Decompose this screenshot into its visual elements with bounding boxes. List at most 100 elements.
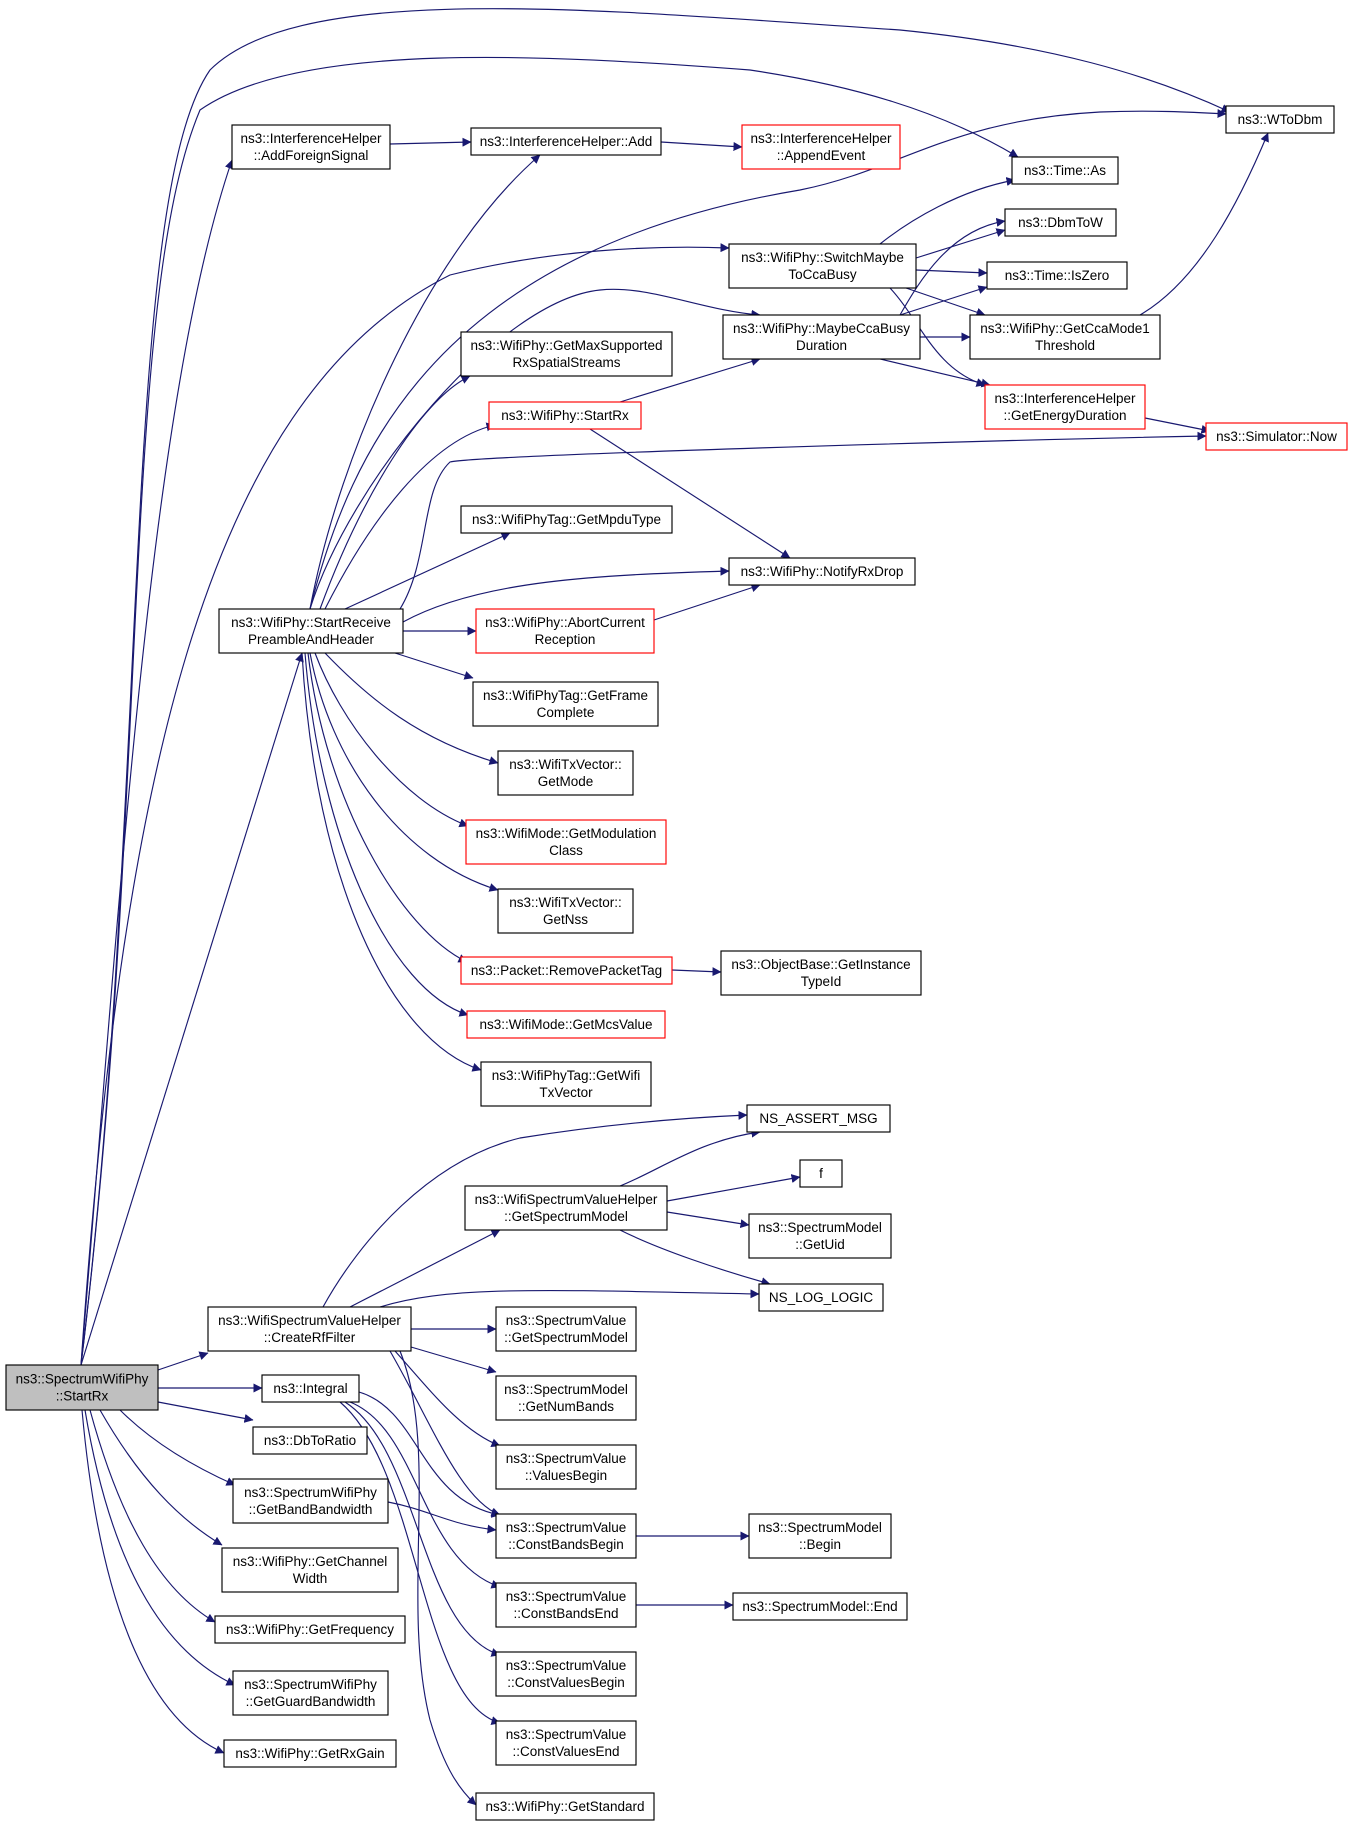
node-constValuesBegin[interactable]: ns3::SpectrumValue::ConstValuesBegin [495,1651,637,1697]
node-label: ns3::SpectrumValue [506,1658,627,1673]
node-box [495,1582,637,1628]
node-box [728,557,916,586]
node-label: ::AddForeignSignal [254,148,369,163]
node-label: ns3::SpectrumModel [504,1382,628,1397]
node-label: ns3::SpectrumWifiPhy [244,1677,377,1692]
node-box [232,1478,389,1524]
node-constBandsBegin[interactable]: ns3::SpectrumValue::ConstBandsBegin [495,1513,637,1559]
edge-root-to-addForeign [80,159,234,1366]
node-getBandBandwidth[interactable]: ns3::SpectrumWifiPhy::GetBandBandwidth [232,1478,389,1524]
node-getMaxSupported[interactable]: ns3::WifiPhy::GetMaxSupportedRxSpatialSt… [460,331,673,377]
node-label: ns3::WToDbm [1238,112,1323,127]
node-label: ns3::SpectrumValue [506,1451,627,1466]
node-simNow[interactable]: ns3::Simulator::Now [1205,422,1348,451]
node-txGetMode[interactable]: ns3::WifiTxVector::GetMode [497,750,634,796]
node-f[interactable]: f [799,1159,843,1188]
node-constValuesEnd[interactable]: ns3::SpectrumValue::ConstValuesEnd [495,1720,637,1766]
node-svGetSpectrumModel[interactable]: ns3::SpectrumValue::GetSpectrumModel [495,1306,637,1352]
node-getRxGain[interactable]: ns3::WifiPhy::GetRxGain [223,1739,397,1768]
node-smGetUid[interactable]: ns3::SpectrumModel::GetUid [748,1213,892,1259]
node-label: Duration [796,338,847,353]
edge-root-to-getFrequency [89,1409,216,1623]
node-getStandard[interactable]: ns3::WifiPhy::GetStandard [475,1792,655,1821]
node-label: ns3::WifiPhy::StartRx [501,408,629,423]
node-removePacketTag[interactable]: ns3::Packet::RemovePacketTag [460,956,673,985]
edge-startReceive-to-txGetMode [324,652,499,765]
node-smEnd[interactable]: ns3::SpectrumModel::End [732,1592,908,1621]
node-ihAdd[interactable]: ns3::InterferenceHelper::Add [470,127,662,156]
node-label: GetMode [538,774,594,789]
node-smGetNumBands[interactable]: ns3::SpectrumModel::GetNumBands [495,1375,637,1421]
edge-getEnergyDuration-to-simNow [1144,417,1211,434]
node-getMpduType[interactable]: ns3::WifiPhyTag::GetMpduType [460,505,673,534]
node-label: ::StartRx [56,1389,109,1404]
edge-integral-to-constValuesBegin [344,1401,501,1657]
node-appendEvent[interactable]: ns3::InterferenceHelper::AppendEvent [741,124,901,170]
node-getGuardBandwidth[interactable]: ns3::SpectrumWifiPhy::GetGuardBandwidth [232,1670,389,1716]
node-box [472,681,659,727]
node-dbToRatio[interactable]: ns3::DbToRatio [252,1426,368,1455]
edge-startReceive-to-wtodbm [309,109,1227,610]
node-nsLogLogic[interactable]: NS_LOG_LOGIC [758,1283,884,1312]
node-label: ns3::SpectrumValue [506,1313,627,1328]
node-label: ::ConstBandsEnd [513,1606,618,1621]
node-getEnergyDuration[interactable]: ns3::InterferenceHelper::GetEnergyDurati… [984,384,1146,430]
node-dbmtow[interactable]: ns3::DbmToW [1004,208,1117,237]
node-label: TxVector [539,1085,593,1100]
node-label: ns3::WifiPhy::StartReceive [231,615,391,630]
edge-wifiStartRx-to-maybeCca [619,357,761,403]
node-isZero[interactable]: ns3::Time::IsZero [986,261,1128,290]
edge-root-to-getRxGain [81,1409,225,1754]
node-label: ns3::InterferenceHelper [750,131,892,146]
edge-maybeCca-to-dbmtow [899,217,1006,316]
node-box [495,1651,637,1697]
node-addForeign[interactable]: ns3::InterferenceHelper::AddForeignSigna… [231,124,391,170]
node-label: ::GetNumBands [518,1399,614,1414]
node-box [464,1185,668,1231]
node-label: ns3::WifiTxVector:: [509,757,622,772]
node-createRf[interactable]: ns3::WifiSpectrumValueHelper::CreateRfFi… [207,1306,412,1352]
node-label: ns3::WifiPhy::NotifyRxDrop [741,564,904,579]
node-timeAs[interactable]: ns3::Time::As [1011,156,1119,185]
node-label: ns3::SpectrumWifiPhy [244,1485,377,1500]
node-label: ::CreateRfFilter [264,1330,356,1345]
node-nsAssert[interactable]: NS_ASSERT_MSG [746,1104,891,1133]
edge-wsvhGetSpectrumModel-to-nsAssert [619,1128,761,1187]
node-getFrequency[interactable]: ns3::WifiPhy::GetFrequency [214,1615,406,1644]
node-wtodbm[interactable]: ns3::WToDbm [1225,105,1335,134]
node-box [488,401,642,430]
edge-integral-to-constValuesEnd [339,1401,501,1725]
node-integral[interactable]: ns3::Integral [261,1374,360,1403]
edge-wsvhGetSpectrumModel-to-nsLogLogic [619,1229,771,1287]
node-label: ::ConstValuesEnd [512,1744,619,1759]
node-valuesBegin[interactable]: ns3::SpectrumValue::ValuesBegin [495,1444,637,1490]
node-startReceive[interactable]: ns3::WifiPhy::StartReceivePreambleAndHea… [218,608,404,654]
node-notifyRxDrop[interactable]: ns3::WifiPhy::NotifyRxDrop [728,557,916,586]
edge-maybeCca-to-getEnergyDuration [879,358,991,388]
node-root[interactable]: ns3::SpectrumWifiPhy::StartRx [5,1364,159,1411]
node-label: Reception [535,632,596,647]
node-wifiStartRx[interactable]: ns3::WifiPhy::StartRx [488,401,642,430]
node-label: ns3::WifiPhy::SwitchMaybe [741,250,904,265]
node-getMcsValue[interactable]: ns3::WifiMode::GetMcsValue [466,1010,666,1039]
node-label: ns3::ObjectBase::GetInstance [731,957,910,972]
node-box [252,1426,368,1455]
node-txGetNss[interactable]: ns3::WifiTxVector::GetNss [497,888,634,934]
edge-createRf-to-valuesBegin [394,1350,501,1447]
node-label: ns3::WifiMode::GetModulation [476,826,657,841]
node-label: ns3::Simulator::Now [1216,429,1337,444]
node-constBandsEnd[interactable]: ns3::SpectrumValue::ConstBandsEnd [495,1582,637,1628]
node-smBegin[interactable]: ns3::SpectrumModel::Begin [748,1513,892,1559]
node-box [460,956,673,985]
node-wsvhGetSpectrumModel[interactable]: ns3::WifiSpectrumValueHelper::GetSpectru… [464,1185,668,1231]
node-label: ns3::SpectrumModel [758,1520,882,1535]
